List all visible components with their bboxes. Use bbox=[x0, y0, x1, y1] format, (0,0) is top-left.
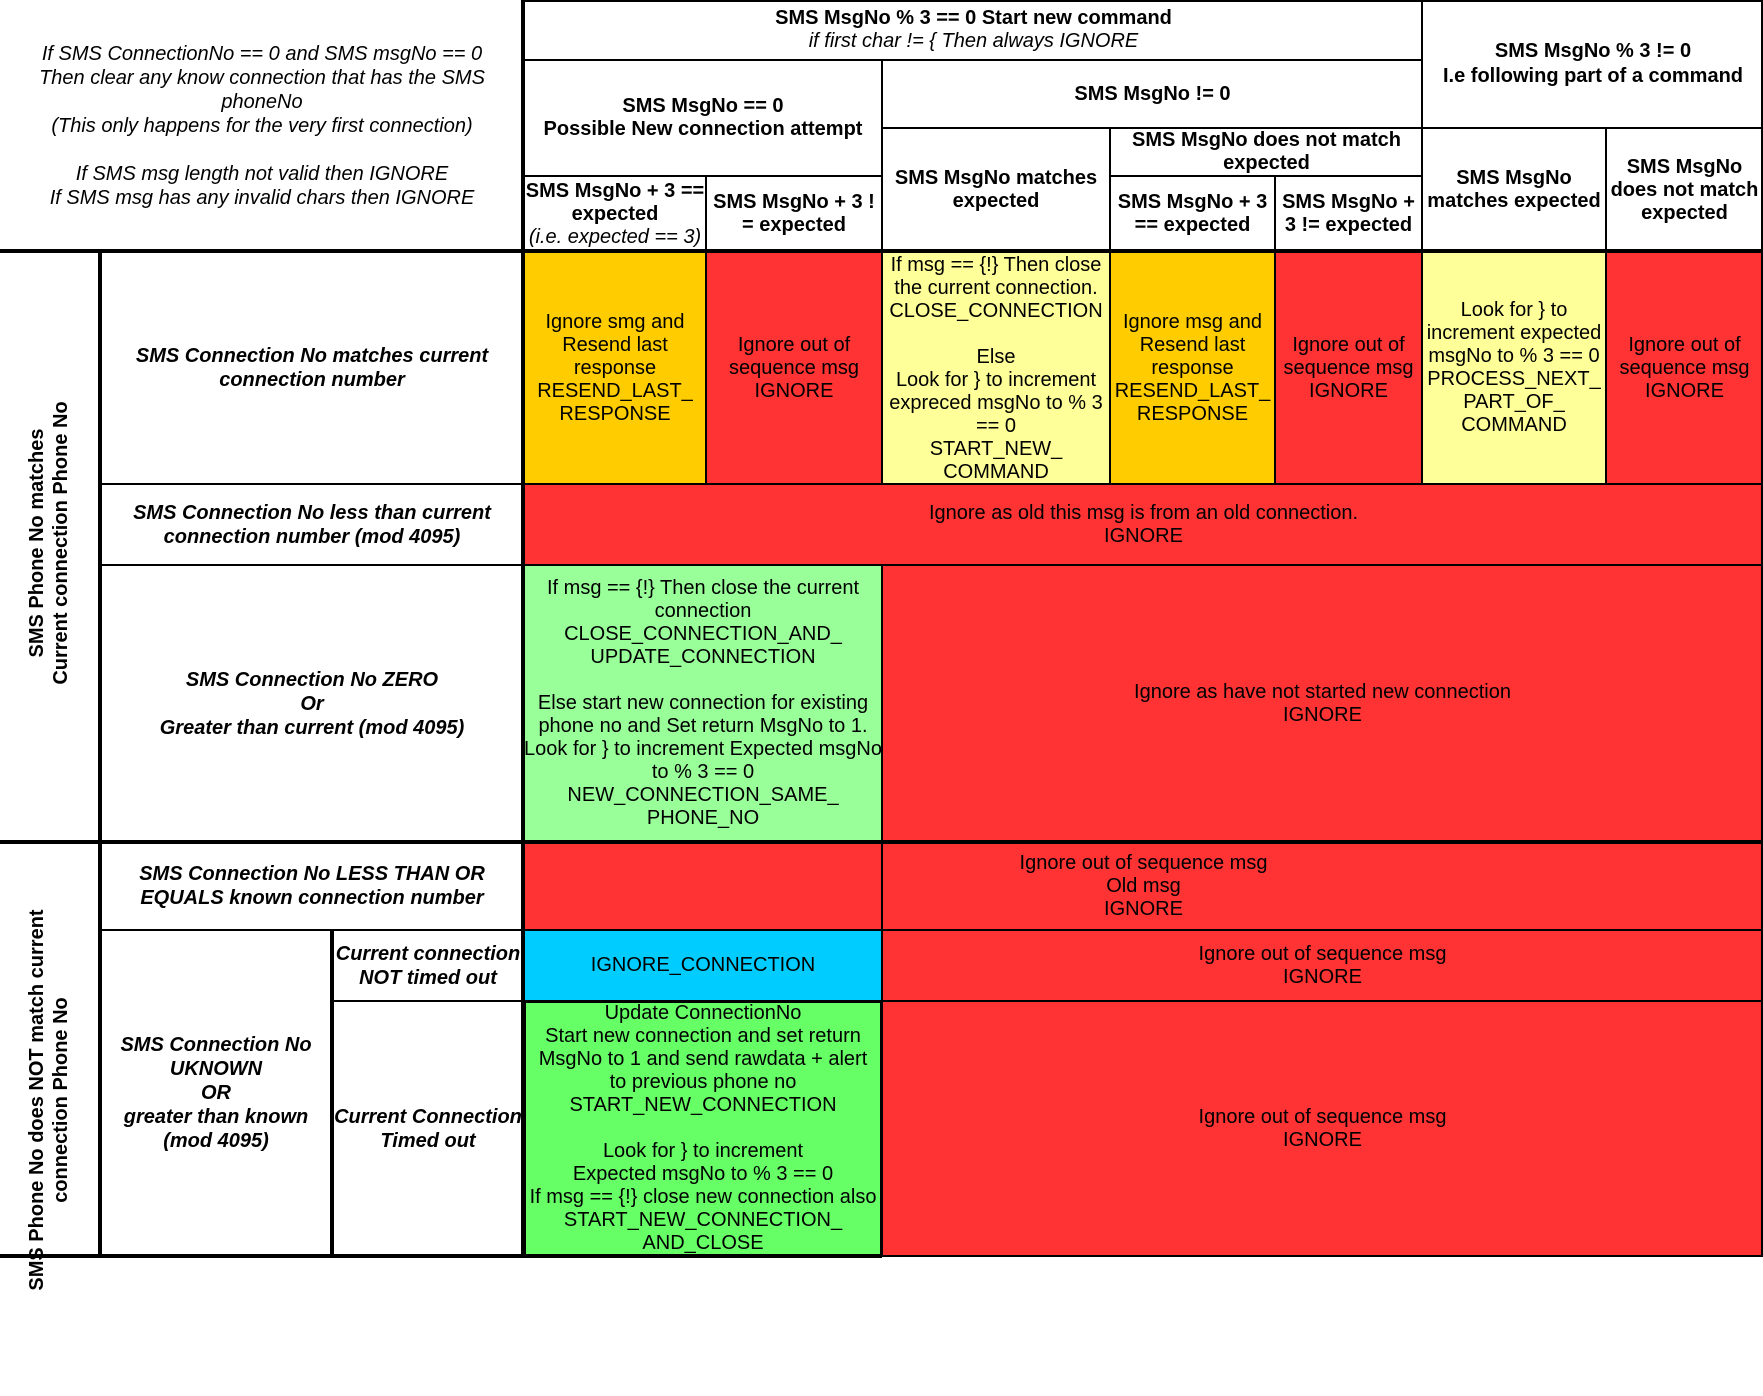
cell-text: If msg == {!} Then close the current con… bbox=[889, 254, 1103, 483]
grid-line bbox=[100, 483, 1763, 485]
header-nm-plus3-eq-text: SMS MsgNo + 3 == expected bbox=[1117, 191, 1268, 236]
cell-r1-process-next: Look for } to increment expected msgNo t… bbox=[1422, 252, 1606, 484]
grid-line bbox=[881, 60, 883, 484]
row-conn-less-text: SMS Connection No less than current conn… bbox=[133, 501, 491, 548]
grid-line bbox=[882, 1255, 1763, 1257]
row-not-timed-out-text: Current connection NOT timed out bbox=[335, 942, 521, 989]
header-not-match-expected-text: SMS MsgNo does not match expected bbox=[1132, 129, 1401, 174]
grid-line bbox=[524, 175, 882, 177]
header-following-part: SMS MsgNo % 3 != 0 I.e following part of… bbox=[1423, 0, 1763, 128]
grid-line bbox=[1421, 0, 1423, 484]
header-msgno-zero-text: SMS MsgNo == 0 Possible New connection a… bbox=[543, 95, 863, 140]
grid-line bbox=[100, 564, 1763, 566]
grid-line bbox=[330, 930, 334, 1257]
header-start-new-command-title: SMS MsgNo % 3 == 0 Start new command bbox=[775, 7, 1172, 29]
cell-r1-ignore-seq-3: Ignore out of sequence msg IGNORE bbox=[1606, 252, 1763, 484]
row-conn-unknown: SMS Connection No UKNOWN OR greater than… bbox=[100, 930, 332, 1256]
notes-text: If SMS ConnectionNo == 0 and SMS msgNo =… bbox=[39, 43, 485, 209]
cell-r6-ignore-seq: Ignore out of sequence msg IGNORE bbox=[882, 1001, 1763, 1256]
header-zero-plus3-ne-text: SMS MsgNo + 3 ! = expected bbox=[713, 191, 875, 236]
grid-line bbox=[332, 1000, 1763, 1002]
header-zero-plus3-eq-sub: (i.e. expected == 3) bbox=[528, 226, 702, 248]
header-msgno-nonzero-text: SMS MsgNo != 0 bbox=[1074, 82, 1231, 105]
cell-text: Ignore as old this msg is from an old co… bbox=[928, 501, 1359, 547]
header-zero-plus3-eq: SMS MsgNo + 3 == expected (i.e. expected… bbox=[524, 176, 706, 252]
row-group-phone-not-match: SMS Phone No does NOT match current conn… bbox=[26, 909, 72, 1291]
grid-line bbox=[1110, 175, 1423, 177]
cell-text: If msg == {!} Then close the current con… bbox=[524, 577, 882, 829]
header-msgno-zero: SMS MsgNo == 0 Possible New connection a… bbox=[524, 60, 882, 176]
row-conn-zero: SMS Connection No ZERO Or Greater than c… bbox=[100, 565, 524, 842]
cell-r3-not-started: Ignore as have not started new connectio… bbox=[882, 565, 1763, 842]
cell-text: Ignore smg and Resend last response RESE… bbox=[537, 310, 693, 425]
cell-text: Ignore out of sequence msg IGNORE bbox=[1198, 1105, 1447, 1151]
header-nm-plus3-ne-text: SMS MsgNo + 3 != expected bbox=[1282, 191, 1415, 236]
grid-line bbox=[1109, 128, 1111, 484]
header-nm-plus3-eq: SMS MsgNo + 3 == expected bbox=[1110, 176, 1275, 252]
cell-r1-resend-last-2: Ignore msg and Resend last response RESE… bbox=[1110, 252, 1275, 484]
header-start-new-command: SMS MsgNo % 3 == 0 Start new command if … bbox=[524, 0, 1423, 60]
row-conn-zero-text: SMS Connection No ZERO Or Greater than c… bbox=[159, 668, 465, 739]
header-not-match-expected: SMS MsgNo does not match expected bbox=[1110, 128, 1423, 176]
header-start-new-command-sub: if first char != { Then always IGNORE bbox=[808, 30, 1139, 52]
cell-text: Ignore as have not started new connectio… bbox=[1134, 680, 1511, 726]
grid-line bbox=[98, 252, 102, 1257]
grid-line bbox=[882, 127, 1763, 129]
grid-line bbox=[1274, 176, 1276, 484]
cell-r1-ignore-seq-2: Ignore out of sequence msg IGNORE bbox=[1275, 252, 1422, 484]
row-conn-less: SMS Connection No less than current conn… bbox=[100, 484, 524, 565]
grid-line bbox=[521, 0, 525, 1257]
row-conn-less-eq-known: SMS Connection No LESS THAN OR EQUALS kn… bbox=[100, 842, 524, 930]
cell-text: Ignore out of sequence msg IGNORE bbox=[728, 333, 860, 402]
row-not-timed-out: Current connection NOT timed out bbox=[332, 930, 524, 1001]
cell-text: Update ConnectionNo Start new connection… bbox=[529, 1002, 877, 1254]
header-fp-matches: SMS MsgNo matches expected bbox=[1422, 128, 1606, 252]
row-conn-matches-text: SMS Connection No matches current connec… bbox=[135, 345, 489, 391]
grid-line bbox=[881, 565, 883, 1257]
header-fp-matches-text: SMS MsgNo matches expected bbox=[1427, 167, 1601, 212]
notes-block: If SMS ConnectionNo == 0 and SMS msgNo =… bbox=[0, 0, 524, 252]
header-zero-plus3-eq-title: SMS MsgNo + 3 == expected bbox=[525, 180, 705, 225]
header-fp-not-match-text: SMS MsgNo does not match expected bbox=[1610, 155, 1759, 224]
row-conn-unknown-text: SMS Connection No UKNOWN OR greater than… bbox=[120, 1034, 312, 1152]
grid-line bbox=[1605, 128, 1607, 484]
cell-text: Ignore out of sequence msg IGNORE bbox=[1619, 333, 1750, 402]
cell-text: Ignore out of sequence msg IGNORE bbox=[1198, 942, 1447, 988]
row-timed-out-text: Current Connection Timed out bbox=[334, 1105, 522, 1152]
grid-line bbox=[100, 929, 1763, 931]
header-zero-plus3-ne: SMS MsgNo + 3 ! = expected bbox=[706, 176, 882, 252]
cell-r5-ignore-connection: IGNORE_CONNECTION bbox=[524, 930, 882, 1001]
row-conn-less-eq-known-text: SMS Connection No LESS THAN OR EQUALS kn… bbox=[139, 863, 485, 909]
cell-r1-ignore-seq: Ignore out of sequence msg IGNORE bbox=[706, 252, 882, 484]
row-group-phone-matches: SMS Phone No matches Current connection … bbox=[26, 401, 72, 685]
grid-line bbox=[1761, 0, 1763, 1257]
cell-text: IGNORE_CONNECTION bbox=[590, 954, 816, 976]
cell-r4-old-msg: Ignore out of sequence msg Old msg IGNOR… bbox=[524, 842, 1763, 930]
header-fp-not-match: SMS MsgNo does not match expected bbox=[1606, 128, 1763, 252]
row-conn-matches: SMS Connection No matches current connec… bbox=[100, 252, 524, 484]
cell-text: Look for } to increment expected msgNo t… bbox=[1426, 299, 1602, 436]
grid-line bbox=[0, 1254, 882, 1258]
cell-r6-start-new-connection: Update ConnectionNo Start new connection… bbox=[524, 1001, 882, 1256]
row-timed-out: Current Connection Timed out bbox=[332, 1001, 524, 1256]
grid-line bbox=[705, 176, 707, 484]
cell-text: Ignore out of sequence msg IGNORE bbox=[1283, 333, 1414, 402]
grid-line bbox=[524, 0, 1763, 2]
cell-r2-old-connection: Ignore as old this msg is from an old co… bbox=[524, 484, 1763, 565]
header-msgno-nonzero: SMS MsgNo != 0 bbox=[882, 60, 1423, 128]
cell-text: Ignore out of sequence msg Old msg IGNOR… bbox=[1019, 851, 1268, 920]
cell-text: Ignore msg and Resend last response RESE… bbox=[1114, 310, 1271, 425]
header-matches-expected-text: SMS MsgNo matches expected bbox=[894, 167, 1098, 212]
cell-r1-resend-last: Ignore smg and Resend last response RESE… bbox=[524, 252, 706, 484]
cell-r1-close-or-new-command: If msg == {!} Then close the current con… bbox=[882, 252, 1110, 484]
grid-line bbox=[524, 59, 1423, 61]
header-following-part-text: SMS MsgNo % 3 != 0 I.e following part of… bbox=[1442, 40, 1744, 87]
cell-r3-new-connection-same-phone: If msg == {!} Then close the current con… bbox=[524, 565, 882, 842]
header-nm-plus3-ne: SMS MsgNo + 3 != expected bbox=[1275, 176, 1422, 252]
header-matches-expected: SMS MsgNo matches expected bbox=[882, 128, 1110, 252]
cell-r5-ignore-seq: Ignore out of sequence msg IGNORE bbox=[882, 930, 1763, 1001]
